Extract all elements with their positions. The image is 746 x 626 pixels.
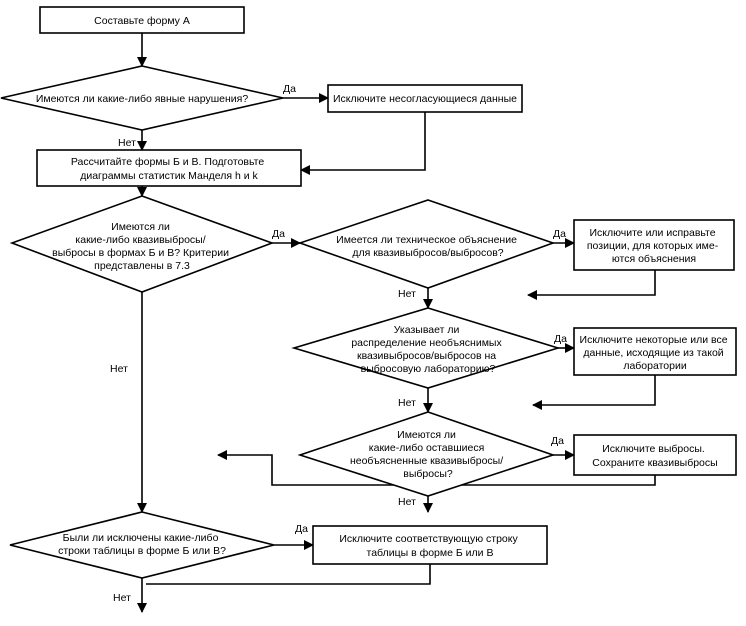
process-exclude-outliers: Исключите выбросы. Сохраните квазивыброс…: [573, 434, 737, 476]
decision-outliers-text: Имеются ли какие-либо квазивыбросы/ выбр…: [52, 221, 232, 272]
yes-label-d6: Да: [295, 523, 308, 535]
decision-outliers: Имеются ли какие-либо квазивыбросы/ выбр…: [9, 195, 275, 293]
decision-technical-explanation: Имеется ли техническое объяснение для кв…: [297, 199, 556, 289]
no-label-d1: Нет: [118, 137, 136, 149]
no-label-d5: Нет: [398, 496, 416, 508]
decision-outlier-lab-text: Указывает ли распределение необъяснимых …: [351, 324, 504, 375]
arrow-p3-to-junction1: [527, 270, 656, 300]
branch-labels: Да Нет Да Да Нет Нет Да Нет Да Нет Да Не…: [110, 83, 567, 604]
decision-technical-explanation-text: Имеется ли техническое объяснение для кв…: [336, 234, 520, 259]
process-exclude-table-row: Исключите соответствующую строку таблицы…: [312, 525, 548, 565]
start-box: Составьте форму А: [39, 6, 245, 34]
decision-explicit-violations-text: Имеются ли какие-либо явные нарушения?: [36, 93, 249, 105]
connectors: [137, 33, 656, 613]
process-exclude-outliers-text: Исключите выбросы. Сохраните квазивыброс…: [592, 443, 717, 469]
process-exclude-inconsistent: Исключите несогласующиеся данные: [327, 84, 523, 113]
arrow-p5-to-main: [217, 450, 656, 486]
arrow-p1-to-p2: [300, 112, 426, 175]
process-exclude-inconsistent-text: Исключите несогласующиеся данные: [333, 93, 517, 105]
process-exclude-lab-data: Исключите некоторые или все данные, исхо…: [573, 327, 737, 376]
line-p6-return: [146, 564, 431, 585]
no-label-d2: Нет: [110, 363, 128, 375]
decision-remaining-outliers-text: Имеются ли какие-либо оставшиеся необъяс…: [350, 429, 506, 480]
decision-explicit-violations: Имеются ли какие-либо явные нарушения?: [0, 65, 284, 131]
arrow-p4-to-junction2: [532, 375, 656, 410]
process-exclude-lab-data-text: Исключите некоторые или все данные, исхо…: [580, 334, 731, 372]
process-calc-forms: Рассчитайте формы Б и В. Подготовьте диа…: [36, 149, 302, 187]
decision-remaining-outliers: Имеются ли какие-либо оставшиеся необъяс…: [297, 411, 556, 497]
process-calc-forms-text: Рассчитайте формы Б и В. Подготовьте диа…: [71, 156, 267, 182]
no-label-d3: Нет: [398, 288, 416, 300]
no-label-d6: Нет: [113, 592, 131, 604]
process-exclude-table-row-text: Исключите соответствующую строку таблицы…: [339, 533, 520, 559]
yes-label-d4: Да: [554, 333, 567, 345]
decision-rows-excluded: Были ли исключены какие-либо строки табл…: [9, 511, 275, 579]
process-exclude-or-correct-text: Исключите или исправьте позиции, для кот…: [587, 227, 721, 265]
yes-label-d3: Да: [553, 228, 566, 240]
no-label-d4: Нет: [398, 397, 416, 409]
yes-label-d5: Да: [551, 435, 564, 447]
yes-label-d1: Да: [283, 83, 296, 95]
start-box-text: Составьте форму А: [94, 15, 190, 27]
process-exclude-or-correct: Исключите или исправьте позиции, для кот…: [573, 219, 735, 271]
decision-outlier-lab: Указывает ли распределение необъяснимых …: [291, 307, 561, 389]
yes-label-d2: Да: [272, 228, 285, 240]
decision-rows-excluded-text: Были ли исключены какие-либо строки табл…: [58, 532, 226, 557]
